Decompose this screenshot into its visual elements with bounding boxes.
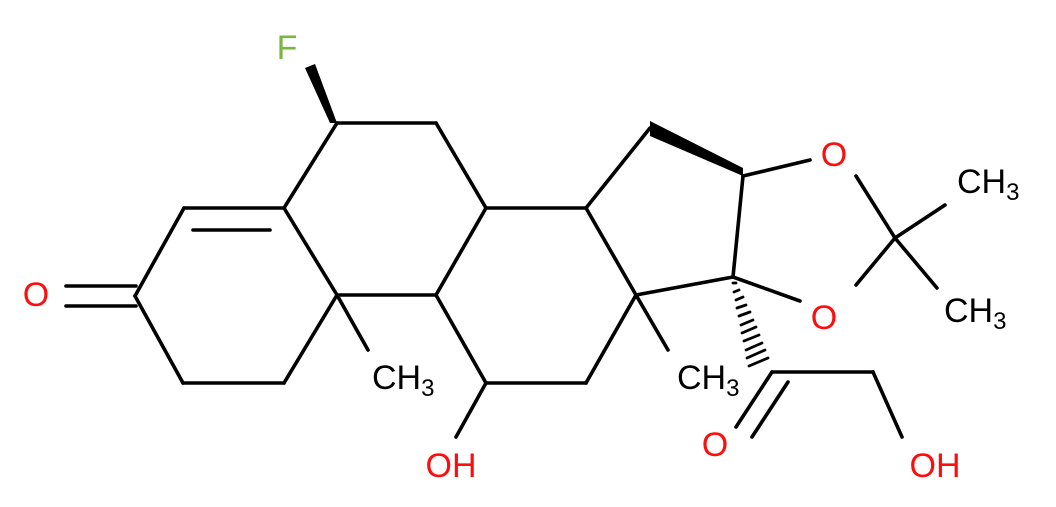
hashed-bond-side-chain: [731, 281, 770, 368]
fluorine-label: F: [277, 29, 298, 67]
hydroxyl-11-label: OH: [426, 447, 477, 485]
wedge-bond-ring-d: [650, 121, 743, 176]
bond-lines: [64, 121, 947, 439]
wedge-bond-fluorine: [305, 64, 337, 123]
side-chain-oxygen-label: O: [702, 426, 728, 464]
ring-oxygen-upper-label: O: [821, 136, 847, 174]
ring-oxygen-lower-label: O: [811, 299, 837, 337]
methyl-18-label: CH3: [677, 359, 739, 402]
ketone-oxygen-label: O: [23, 276, 49, 314]
methyl-19-label: CH3: [372, 359, 434, 402]
hydroxyl-21-label: OH: [910, 447, 961, 485]
methyl-gem-upper-label: CH3: [957, 163, 1019, 206]
methyl-gem-lower-label: CH3: [944, 292, 1006, 335]
